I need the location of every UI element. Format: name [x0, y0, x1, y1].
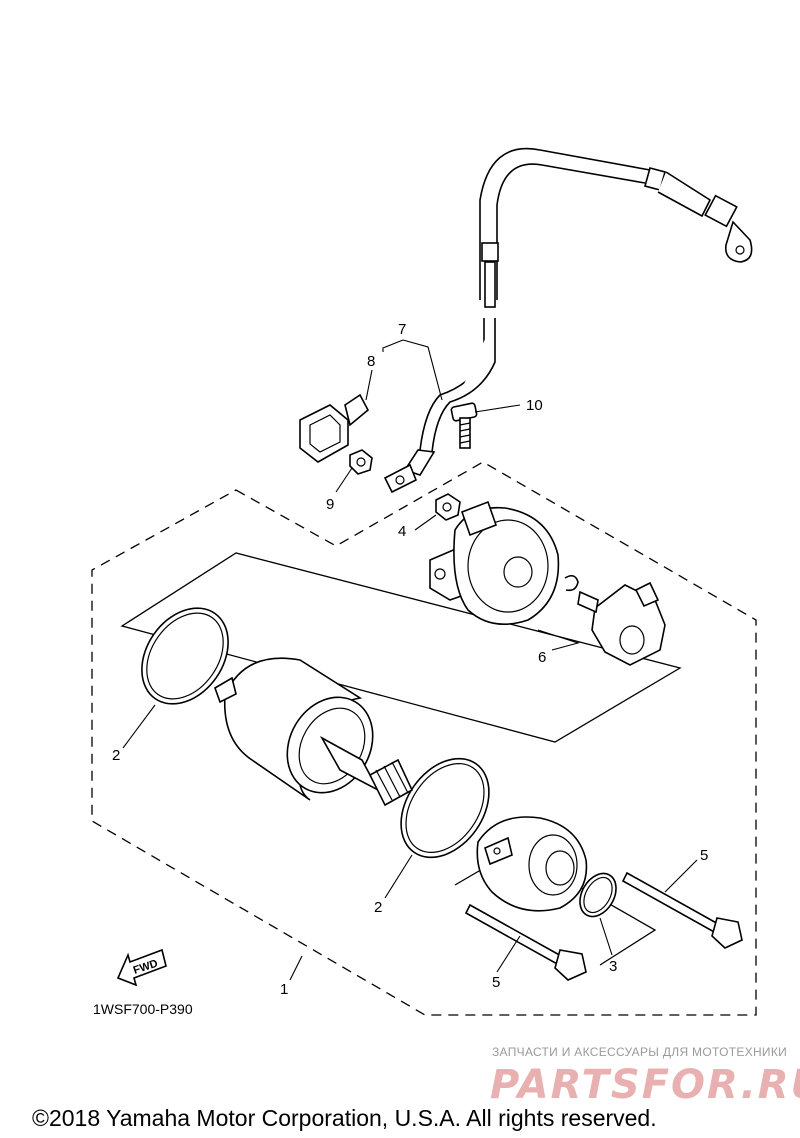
small-o-ring	[579, 872, 617, 918]
circlip	[564, 574, 579, 592]
assembly-boundary	[91, 461, 757, 1016]
starter-cable	[383, 147, 753, 494]
o-ring-lower-inner	[405, 763, 485, 853]
watermark-tagline: ЗАПЧАСТИ И АКСЕССУАРЫ ДЛЯ МОТОТЕХНИКИ	[492, 1045, 787, 1059]
long-bolt-left	[464, 903, 587, 981]
brush-holder	[577, 581, 666, 666]
front-cover	[476, 816, 588, 912]
copyright-notice: ©2018 Yamaha Motor Corporation, U.S.A. A…	[32, 1105, 657, 1131]
terminal-cap	[299, 393, 370, 463]
long-bolt-right	[621, 871, 743, 949]
watermark-logo: PARTSFOR.RU	[490, 1062, 800, 1108]
rear-cover	[429, 500, 560, 626]
callout-4: 4	[398, 523, 406, 540]
callout-5-left: 5	[492, 974, 500, 991]
nut	[349, 449, 373, 475]
callout-7: 7	[398, 321, 406, 338]
leader-lines	[122, 339, 698, 981]
callout-8: 8	[367, 353, 375, 370]
diagram-code: 1WSF700-P390	[93, 1001, 193, 1017]
o-ring-upper-inner	[146, 612, 224, 700]
brush-group-boundary	[120, 552, 682, 743]
starter-yoke	[214, 657, 414, 807]
fwd-arrow-icon: FWD	[116, 948, 167, 987]
washer-nut	[435, 493, 461, 521]
callout-2-lower: 2	[374, 899, 382, 916]
small-o-ring-inner	[583, 876, 613, 914]
callout-6: 6	[538, 649, 546, 666]
callout-3: 3	[609, 958, 617, 975]
callout-5-right: 5	[700, 847, 708, 864]
callout-1: 1	[280, 981, 288, 998]
o-ring-upper	[141, 607, 229, 705]
bolt-10	[450, 402, 478, 449]
callout-9: 9	[326, 496, 334, 513]
callout-10: 10	[526, 397, 543, 414]
callout-2-upper: 2	[112, 747, 120, 764]
